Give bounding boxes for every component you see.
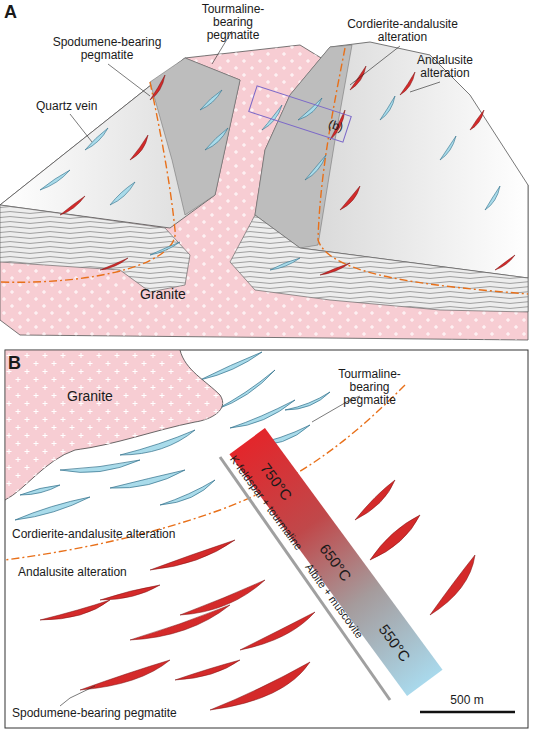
granite-outline <box>5 350 230 510</box>
feature-label: Tourmaline-bearing pegmatite <box>322 368 417 407</box>
feature-label: Tourmaline-bearing pegmatite <box>188 3 278 42</box>
rock-label: Granite <box>67 388 113 404</box>
temperature-bar: 750°C650°C550°C <box>229 428 442 696</box>
panel-letter: A <box>4 2 17 22</box>
rock-label: Granite <box>140 286 186 302</box>
feature-label: Quartz vein <box>36 100 97 113</box>
granite-body: Granite <box>5 350 230 510</box>
scale-label: 500 m <box>437 694 497 707</box>
feature-label: Andalusite alteration <box>405 54 485 80</box>
inset-frame: (b) <box>248 85 352 143</box>
panel-letter: B <box>8 353 21 373</box>
inset-label: (b) <box>327 117 345 135</box>
feature-label: Spodumene-bearing pegmatite <box>12 707 177 720</box>
feature-label: Cordierite-andalusite alteration <box>345 18 460 44</box>
zone-label: Andalusite alteration <box>18 566 127 579</box>
temperature-value: 550°C <box>376 621 414 665</box>
feature-label: Spodumene-bearing pegmatite <box>52 36 162 62</box>
zone-label: Cordierite-andalusite alteration <box>12 528 175 541</box>
